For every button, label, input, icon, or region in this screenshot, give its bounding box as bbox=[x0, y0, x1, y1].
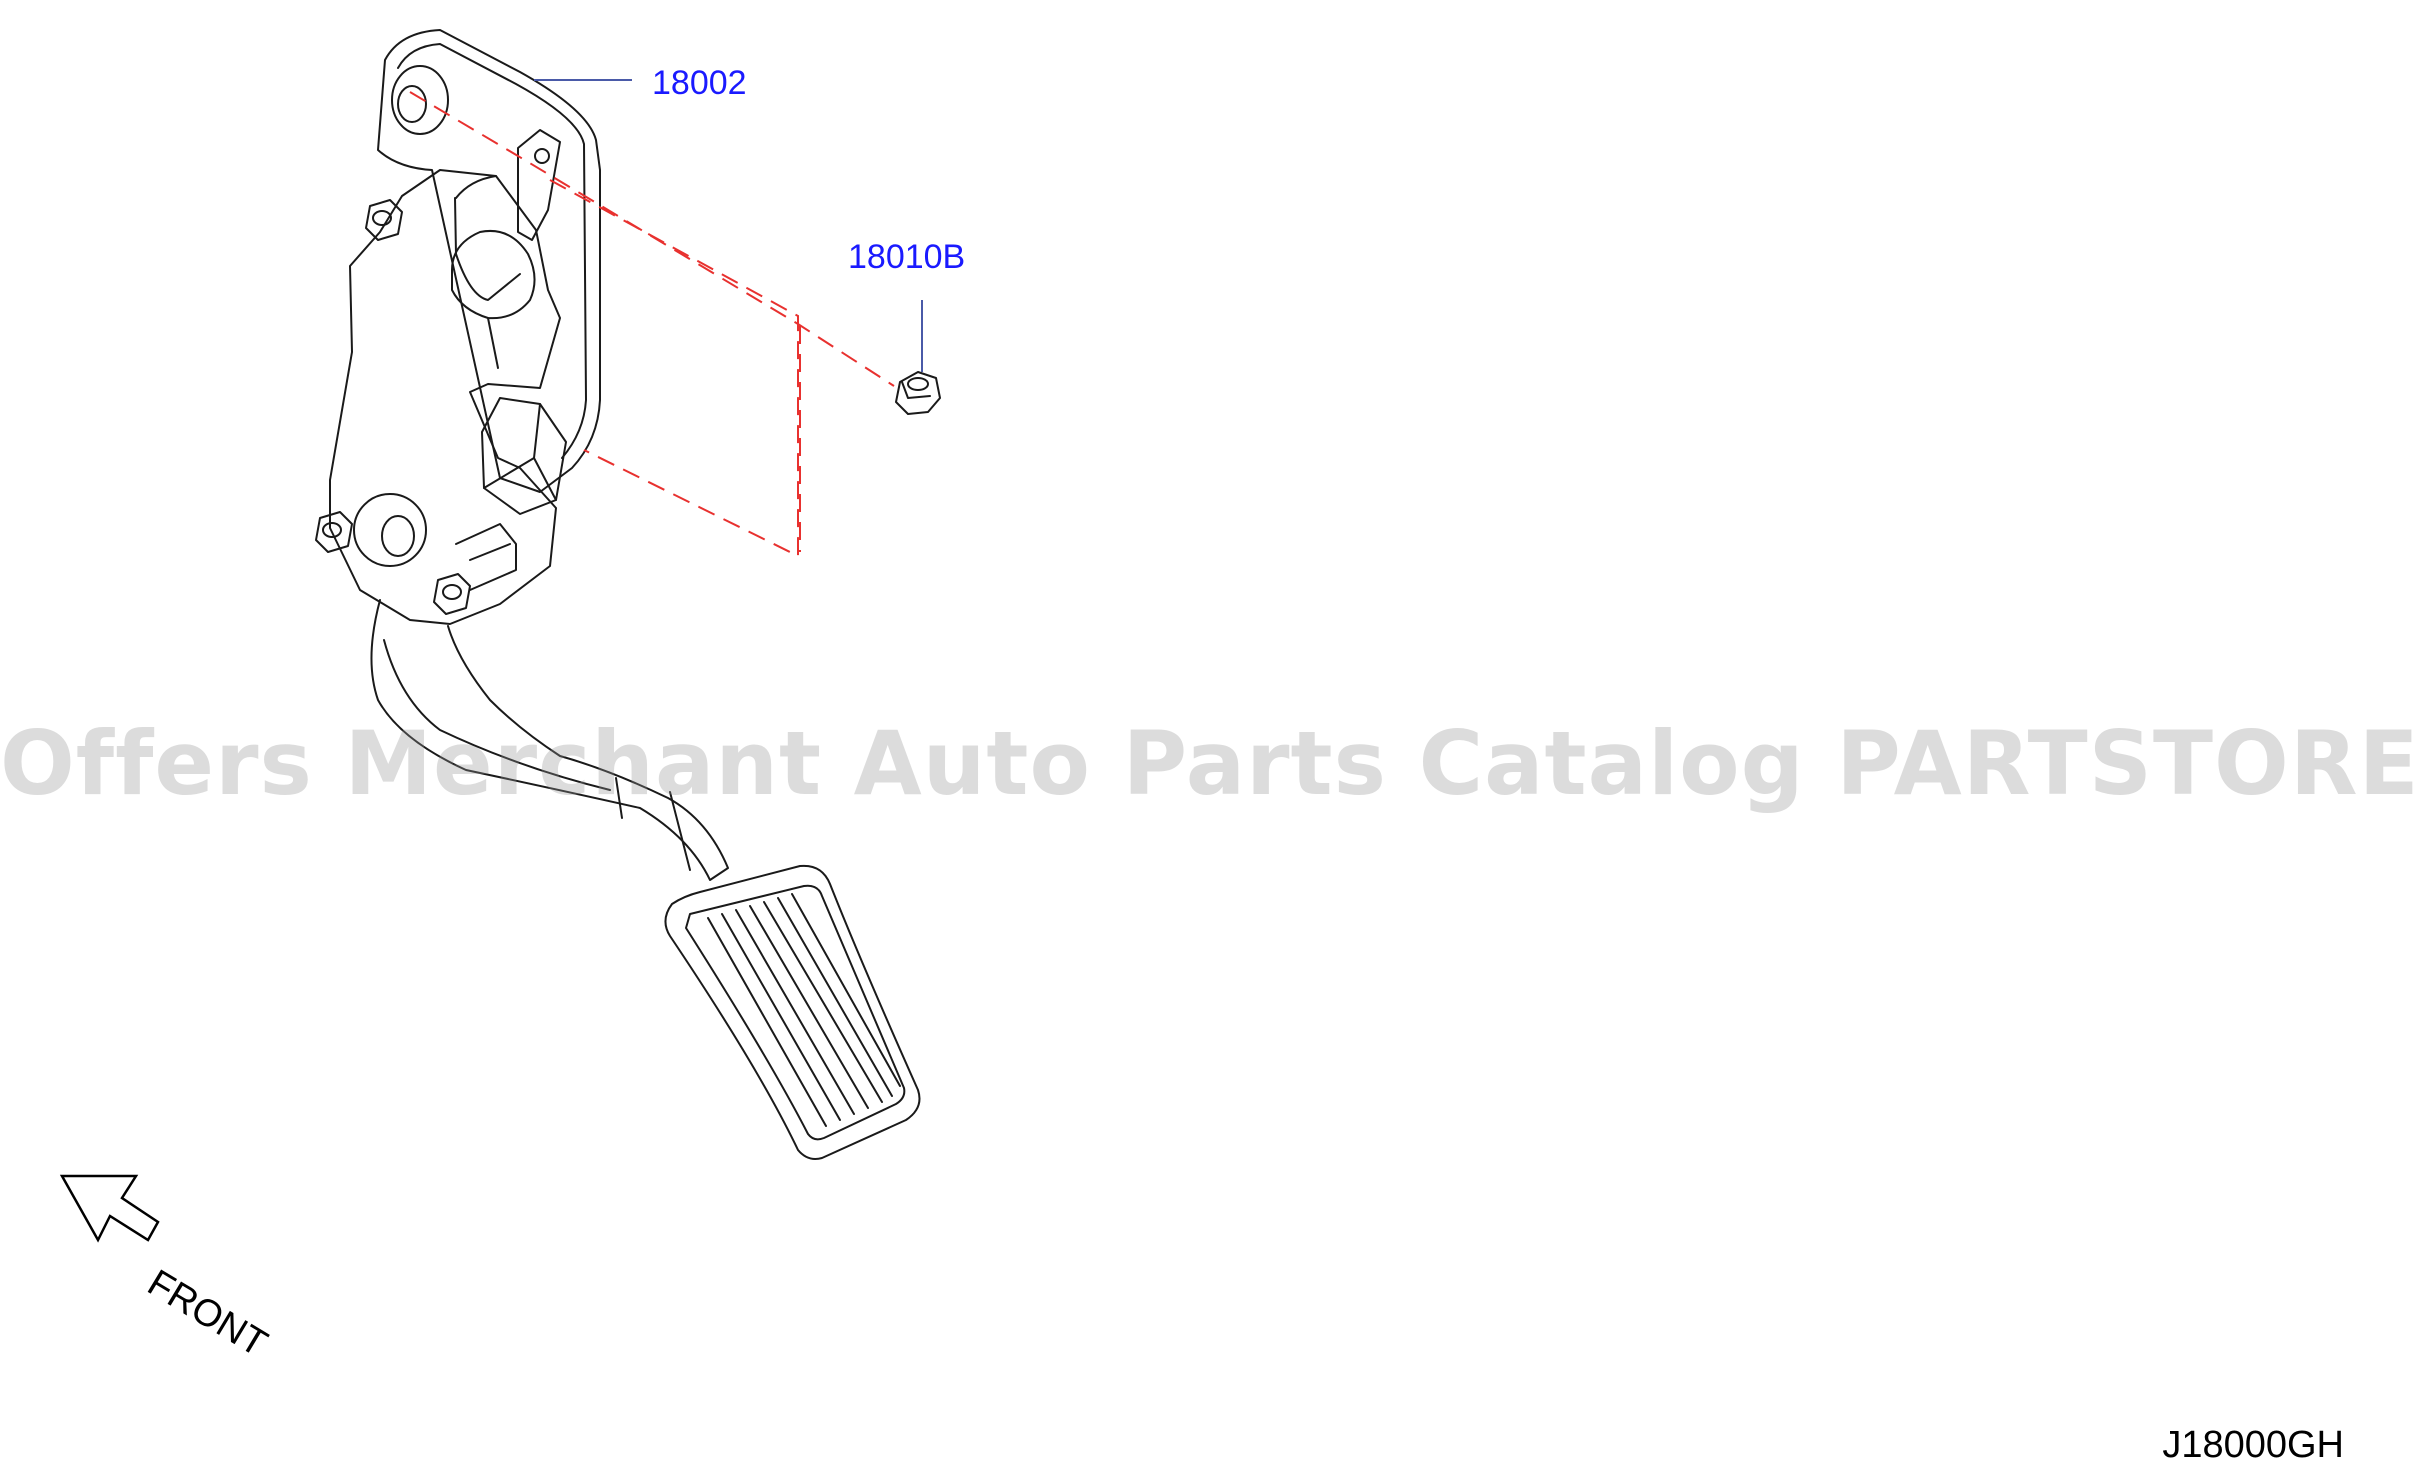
housing-bolt-top bbox=[365, 199, 403, 241]
leader-lines bbox=[534, 79, 923, 372]
housing-bolt-bottom bbox=[433, 573, 471, 615]
alignment-lines bbox=[409, 91, 895, 558]
housing-bolt-left bbox=[315, 511, 353, 553]
watermark-text: Offers Merchant Auto Parts Catalog PARTS… bbox=[0, 712, 2418, 815]
sensor-connector bbox=[481, 397, 567, 515]
housing-pivot-boss bbox=[353, 493, 427, 567]
pedal-sensor-housing bbox=[329, 169, 561, 625]
pedal-pad bbox=[664, 864, 921, 1160]
callout-18010B[interactable]: 18010B bbox=[848, 238, 966, 276]
bracket-bolt-hole bbox=[391, 65, 449, 135]
mounting-nut bbox=[895, 371, 941, 415]
pedal-arm bbox=[370, 599, 729, 881]
pedal-bracket-plate bbox=[377, 29, 601, 493]
front-arrow-icon bbox=[59, 1174, 160, 1243]
diagram-code: J18000GH bbox=[2162, 1424, 2344, 1466]
callout-18002[interactable]: 18002 bbox=[652, 64, 747, 102]
